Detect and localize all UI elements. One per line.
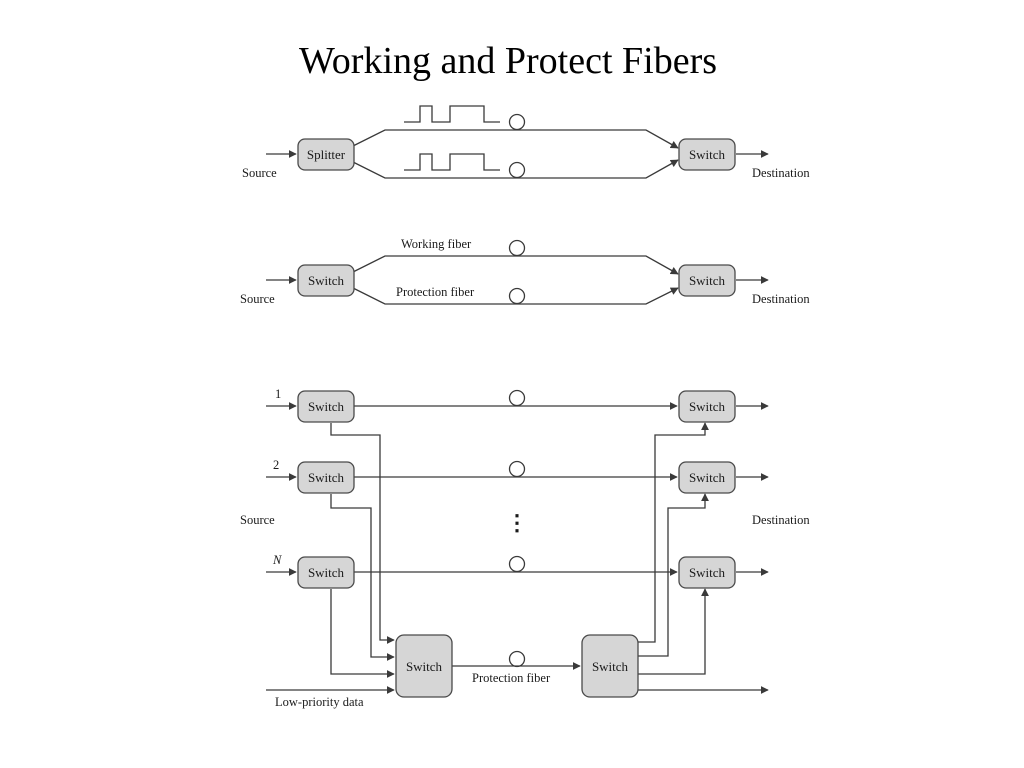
restore-line-2	[638, 493, 709, 657]
switch-label: Switch	[689, 273, 726, 288]
bypass-line-n	[330, 589, 395, 678]
working-fiber-label: Working fiber	[401, 237, 472, 251]
protection-switch-right-box	[581, 634, 639, 698]
destination-label: Destination	[752, 166, 810, 180]
fiber-circle-icon	[508, 460, 526, 478]
protection-switch-right-label: Switch	[592, 659, 629, 674]
fiber-circle-icon	[508, 555, 526, 573]
low-priority-label: Low-priority data	[275, 695, 364, 709]
bypass-line-2	[330, 494, 395, 661]
switch-label: Switch	[689, 399, 726, 414]
fiber-circle-icon	[508, 389, 526, 407]
restore-line-n	[638, 588, 709, 675]
switch-box	[297, 461, 355, 494]
bypass-line-1	[330, 423, 395, 644]
switch-label: Switch	[308, 273, 345, 288]
switch-box	[297, 556, 355, 589]
fiber-circle-icon	[508, 113, 526, 131]
destination-label: Destination	[752, 292, 810, 306]
switch-box	[678, 138, 736, 171]
input-label-1: 1	[275, 387, 281, 401]
switch-label: Switch	[689, 470, 726, 485]
upper-fiber-line	[352, 129, 679, 149]
fiber-circle-icon	[508, 161, 526, 179]
source-label: Source	[242, 166, 277, 180]
input-label-2: 2	[273, 458, 279, 472]
source-label: Source	[240, 292, 275, 306]
switch-box	[297, 390, 355, 423]
switch-box	[678, 390, 736, 423]
diagram-1-splitter	[266, 105, 769, 179]
splitter-box	[297, 138, 355, 171]
vertical-ellipsis: ⋮	[506, 510, 528, 535]
diagram-3-one-to-n	[266, 389, 769, 694]
input-label-n: N	[272, 553, 282, 567]
switch-label: Switch	[308, 399, 345, 414]
switch-label: Switch	[689, 147, 726, 162]
switch-box	[678, 556, 736, 589]
diagram-2-switch	[266, 239, 769, 305]
slide-title: Working and Protect Fibers	[298, 40, 718, 82]
switch-box	[297, 264, 355, 297]
protection-switch-left-label: Switch	[406, 659, 443, 674]
pulse-waveform-icon	[404, 105, 500, 123]
restore-line-1	[638, 422, 709, 643]
fiber-circle-icon	[508, 650, 526, 668]
destination-label: Destination	[752, 513, 810, 527]
switch-box	[678, 264, 736, 297]
switch-box	[678, 461, 736, 494]
switch-label: Switch	[308, 565, 345, 580]
working-fiber-line	[352, 255, 679, 275]
splitter-label: Splitter	[307, 147, 346, 162]
pulse-waveform-icon	[404, 153, 500, 171]
protection-switch-left-box	[395, 634, 453, 698]
switch-label: Switch	[308, 470, 345, 485]
protection-fiber-label: Protection fiber	[396, 285, 475, 299]
source-label: Source	[240, 513, 275, 527]
switch-label: Switch	[689, 565, 726, 580]
fiber-circle-icon	[508, 239, 526, 257]
protection-fiber-label: Protection fiber	[472, 671, 551, 685]
fiber-circle-icon	[508, 287, 526, 305]
